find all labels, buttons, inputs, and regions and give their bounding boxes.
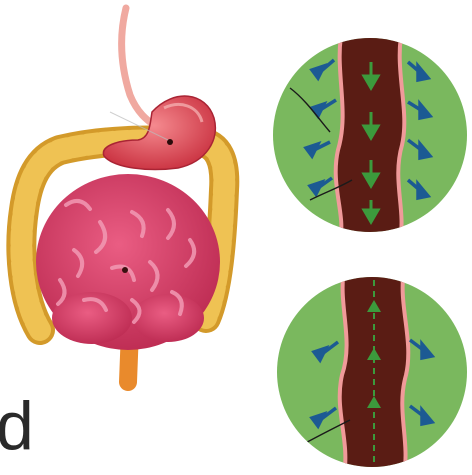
- absorption-view-top: [273, 30, 467, 240]
- absorption-view-bottom: [277, 270, 467, 470]
- caption-fragment: d: [0, 392, 34, 460]
- small-intestine: [36, 174, 220, 350]
- esophagus: [122, 8, 158, 128]
- digestive-tract: [21, 8, 224, 382]
